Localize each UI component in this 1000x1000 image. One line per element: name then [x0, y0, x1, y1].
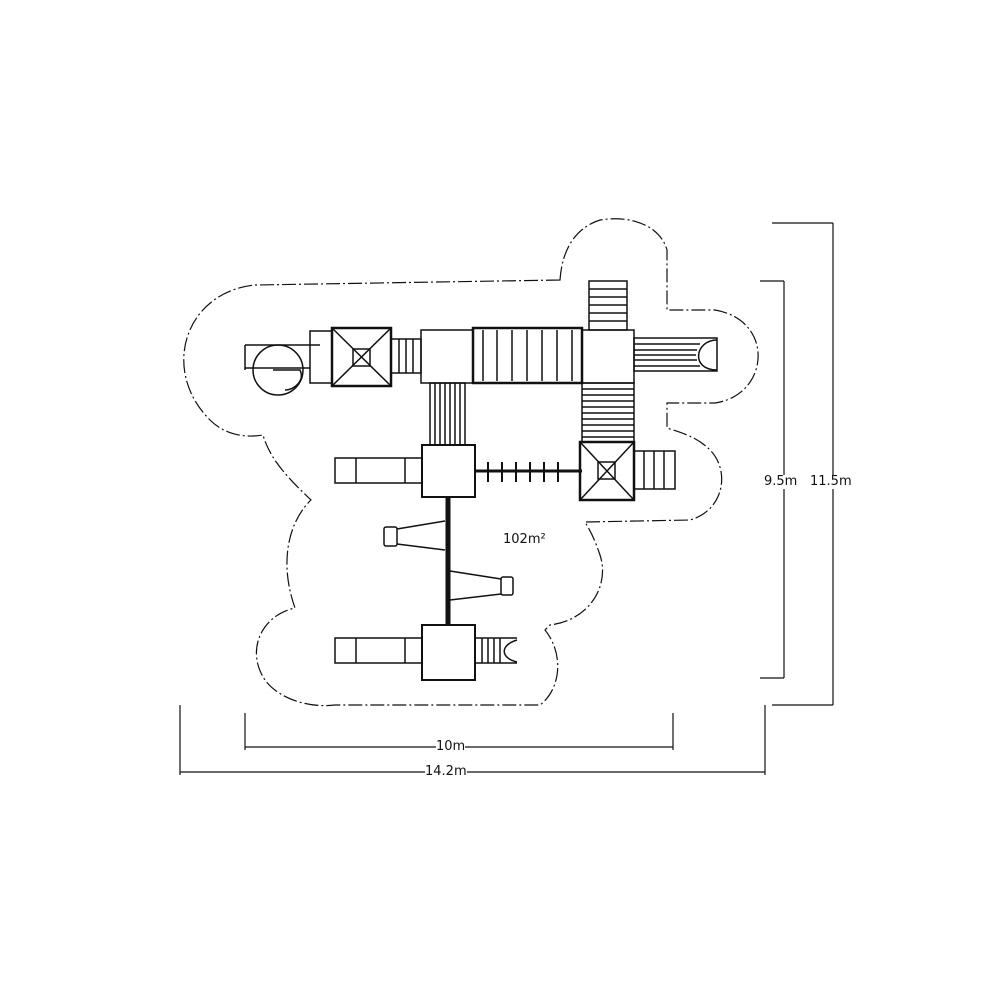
dimension-lines	[179, 222, 834, 775]
roof-tower-right	[578, 440, 636, 502]
deck-top-left	[420, 329, 474, 384]
stairs-vertical-right	[581, 382, 635, 443]
slide-middle-left	[334, 457, 423, 484]
area-label: 102m²	[503, 532, 546, 547]
depth-9-5m-label: 9.5m	[764, 474, 798, 489]
stairs-top	[588, 280, 628, 331]
slide-bottom-left	[334, 637, 423, 664]
width-10m-label: 10m	[436, 739, 466, 754]
deck-middle	[421, 444, 476, 498]
safety-zone-outline	[183, 218, 759, 707]
swing-seat-1	[383, 520, 446, 551]
entry-platform	[309, 330, 333, 384]
deck-top-right	[581, 329, 635, 384]
steps-bottom-right	[475, 637, 518, 664]
roof-tower-left	[330, 326, 393, 388]
spiral-slide	[244, 344, 320, 396]
slide-right	[633, 337, 718, 372]
bridge-top	[471, 326, 584, 385]
width-14-2m-label: 14.2m	[425, 764, 467, 779]
deck-bottom	[421, 624, 476, 681]
steps-left	[390, 338, 422, 374]
swing-seat-2	[449, 570, 514, 601]
depth-11-5m-label: 11.5m	[810, 474, 852, 489]
ladder-vertical-left	[429, 382, 466, 446]
steps-right	[633, 450, 676, 490]
chain-bridge	[475, 462, 582, 482]
